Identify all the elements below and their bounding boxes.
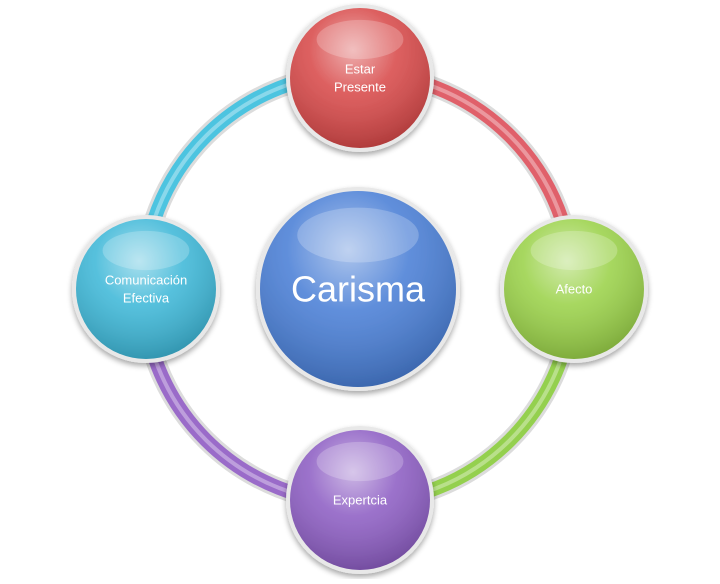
node-right-label: Afecto [556,282,593,297]
node-right: Afecto [500,215,648,363]
node-top-label: Presente [334,80,386,95]
center-node: Carisma [256,187,460,391]
node-left-label: Efectiva [123,291,170,306]
node-left-label: Comunicación [105,273,187,288]
node-top-label: Estar [345,62,376,77]
node-bottom: Expertcia [286,426,434,574]
center-node-carisma: Carisma [256,187,460,391]
node-bottom-label: Expertcia [333,493,388,508]
center-node-carisma-label: Carisma [291,269,426,310]
